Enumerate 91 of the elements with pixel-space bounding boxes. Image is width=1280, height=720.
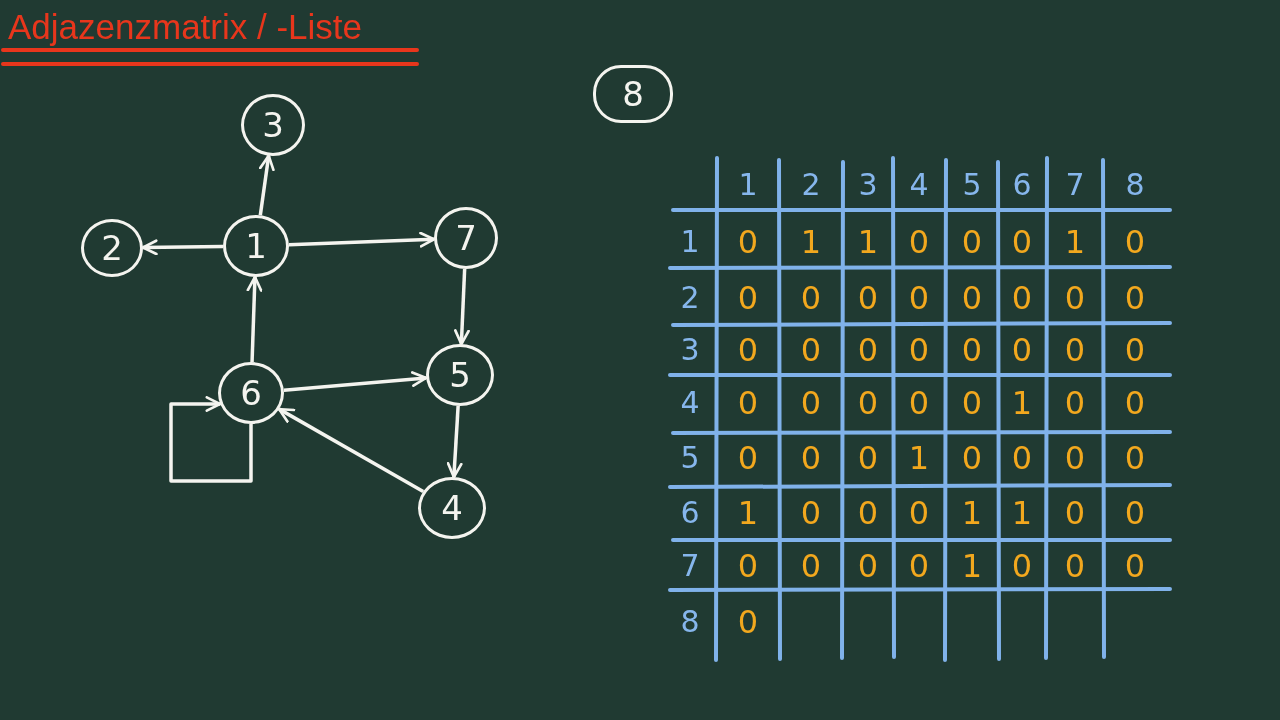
title: Adjazenzmatrix / -Liste [8,9,363,44]
column-header: 3 [858,170,878,200]
matrix-entry: 0 [1064,442,1086,474]
matrix-entry: 0 [737,442,759,474]
matrix-entry: 0 [737,387,759,419]
matrix-entry: 1 [857,226,879,258]
matrix-entry: 0 [908,282,930,314]
column-header: 7 [1065,170,1085,200]
matrix-entry: 0 [1064,497,1086,529]
arrow [246,275,263,363]
graph-node: 2 [81,219,143,277]
matrix-entry: 1 [961,497,983,529]
matrix-entry: 0 [908,226,930,258]
arrow [141,239,224,256]
matrix-entry: 0 [961,226,983,258]
matrix-entry: 1 [1011,387,1033,419]
matrix-entry: 0 [737,226,759,258]
matrix-entry: 1 [737,497,759,529]
row-header: 5 [680,443,700,473]
matrix-entry: 1 [800,226,822,258]
matrix-entry: 0 [908,387,930,419]
graph-node: 7 [434,207,498,269]
matrix-entry: 0 [1011,226,1033,258]
arrow [288,231,436,248]
graph-node: 4 [418,477,486,539]
matrix-entry: 1 [1011,497,1033,529]
matrix-entry: 0 [1124,282,1146,314]
arrow [283,371,428,392]
matrix-entry: 0 [1064,282,1086,314]
matrix-entry: 0 [1124,226,1146,258]
column-header: 4 [909,170,929,200]
matrix-entry: 0 [961,282,983,314]
row-header: 2 [680,283,700,313]
matrix-entry: 0 [961,387,983,419]
graph-node: 3 [241,94,305,156]
matrix-entry: 1 [1064,226,1086,258]
matrix-entry: 1 [908,442,930,474]
matrix-entry: 0 [1124,334,1146,366]
matrix-entry: 0 [800,282,822,314]
matrix-entry: 0 [908,550,930,582]
matrix-entry: 0 [1124,550,1146,582]
row-header: 8 [680,607,700,637]
column-header: 1 [738,170,758,200]
arrow [446,405,463,479]
matrix-entry: 0 [1011,334,1033,366]
matrix-entry: 0 [857,334,879,366]
row-header: 4 [680,388,700,418]
row-header: 7 [680,551,700,581]
row-header: 1 [680,227,700,257]
matrix-entry: 0 [1011,282,1033,314]
matrix-entry: 0 [857,442,879,474]
matrix-entry: 0 [1124,442,1146,474]
column-header: 6 [1012,170,1032,200]
matrix-entry: 0 [857,497,879,529]
graph-node: 6 [218,362,284,424]
column-header: 2 [801,170,821,200]
matrix-entry: 0 [857,550,879,582]
arrow [169,396,253,483]
matrix-entry: 0 [737,282,759,314]
matrix-entry: 0 [800,550,822,582]
matrix-entry: 0 [961,334,983,366]
matrix-entry: 0 [961,442,983,474]
column-header: 5 [962,170,982,200]
matrix-entry: 0 [1124,497,1146,529]
matrix-entry: 0 [908,497,930,529]
matrix-entry: 0 [1064,334,1086,366]
matrix-entry: 0 [800,442,822,474]
graph-node: 1 [223,215,289,277]
matrix-entry: 0 [737,550,759,582]
matrix-entry: 0 [908,334,930,366]
matrix-entry: 0 [1011,550,1033,582]
matrix-entry: 0 [1011,442,1033,474]
matrix-entry: 0 [737,334,759,366]
arrow [453,268,470,346]
matrix-entry: 0 [800,497,822,529]
matrix-entry: 0 [857,282,879,314]
column-header: 8 [1125,170,1145,200]
row-header: 3 [680,335,700,365]
row-header: 6 [680,498,700,528]
matrix-entry: 0 [800,334,822,366]
matrix-entry: 0 [800,387,822,419]
matrix-entry: 0 [737,606,759,638]
graph-node: 8 [593,65,673,123]
matrix-entry: 1 [961,550,983,582]
arrow [277,407,425,494]
matrix-entry: 0 [857,387,879,419]
graph-node: 5 [426,344,494,406]
matrix-entry: 0 [1124,387,1146,419]
matrix-entry: 0 [1064,387,1086,419]
arrow [258,154,275,216]
matrix-entry: 0 [1064,550,1086,582]
